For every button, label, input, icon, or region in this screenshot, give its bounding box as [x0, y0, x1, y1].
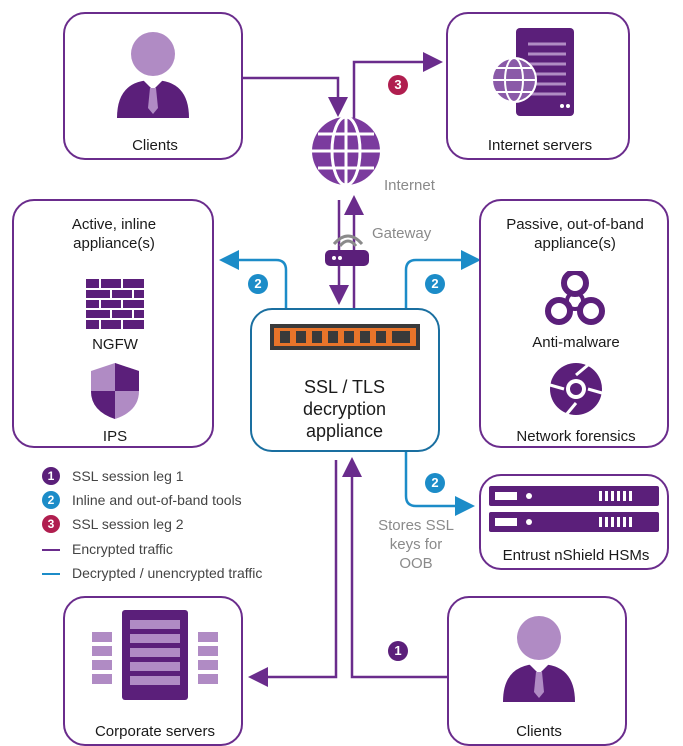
biohazard-icon — [545, 271, 605, 325]
hsm-node: Entrust nShield HSMs — [479, 474, 669, 570]
passive-oob-node: Passive, out-of-band appliance(s) Anti-m… — [479, 199, 669, 448]
clients-top-node: Clients — [63, 12, 243, 160]
badge-tools-right: 2 — [425, 274, 445, 294]
ngfw-label: NGFW — [92, 336, 138, 353]
passive-oob-title: Passive, out-of-band appliance(s) — [506, 216, 644, 252]
clients-bottom-node: Clients — [447, 596, 627, 746]
active-inline-node: Active, inline appliance(s) NGFW IPS — [12, 199, 214, 448]
clients-top-label: Clients — [132, 137, 178, 154]
legend-badge-3: 3 — [42, 515, 60, 533]
internet-servers-label: Internet servers — [487, 137, 593, 154]
legend-badge-2: 2 — [42, 491, 60, 509]
legend-text-decrypted: Decrypted / unencrypted traffic — [72, 565, 263, 581]
legend-badge-1: 1 — [42, 467, 60, 485]
aperture-icon — [549, 363, 603, 416]
gateway-label: Gateway — [372, 225, 432, 242]
legend-line-encrypted — [42, 549, 60, 551]
hsm-label: Entrust nShield HSMs — [502, 547, 650, 564]
ips-label: IPS — [102, 428, 128, 445]
badge-leg-2: 3 — [388, 75, 408, 95]
appliance-hardware-icon — [270, 324, 420, 350]
anti-malware-label: Anti-malware — [532, 334, 620, 351]
internet-label: Internet — [384, 177, 435, 194]
user-icon — [117, 32, 189, 118]
firewall-icon — [86, 279, 144, 329]
legend-text-encrypted: Encrypted traffic — [72, 541, 173, 557]
badge-leg-1: 1 — [388, 641, 408, 661]
ssl-appliance-node: SSL / TLS decryption appliance — [250, 308, 440, 452]
legend-text-3: SSL session leg 2 — [72, 516, 184, 532]
hsm-hardware-icon — [489, 486, 659, 532]
active-inline-title: Active, inline appliance(s) — [71, 216, 157, 252]
user-icon — [503, 616, 575, 702]
server-rack-icon — [92, 610, 218, 700]
shield-icon — [91, 363, 139, 419]
internet-servers-node: Internet servers — [446, 12, 630, 160]
network-forensics-label: Network forensics — [516, 428, 636, 445]
internet-globe-icon — [312, 115, 380, 187]
ssl-appliance-label: SSL / TLS decryption appliance — [302, 377, 387, 441]
badge-tools-left: 2 — [248, 274, 268, 294]
router-icon — [325, 250, 369, 266]
legend-line-decrypted — [42, 573, 60, 575]
legend-text-2: Inline and out-of-band tools — [72, 492, 242, 508]
wifi-icon — [332, 234, 364, 247]
badge-tools-hsm: 2 — [425, 473, 445, 493]
corporate-servers-node: Corporate servers — [63, 596, 243, 746]
corporate-servers-label: Corporate servers — [94, 723, 216, 740]
hsm-note: Stores SSL keys for OOB — [378, 517, 454, 572]
legend-text-1: SSL session leg 1 — [72, 468, 184, 484]
clients-bottom-label: Clients — [516, 723, 562, 740]
server-globe-icon — [491, 28, 574, 116]
